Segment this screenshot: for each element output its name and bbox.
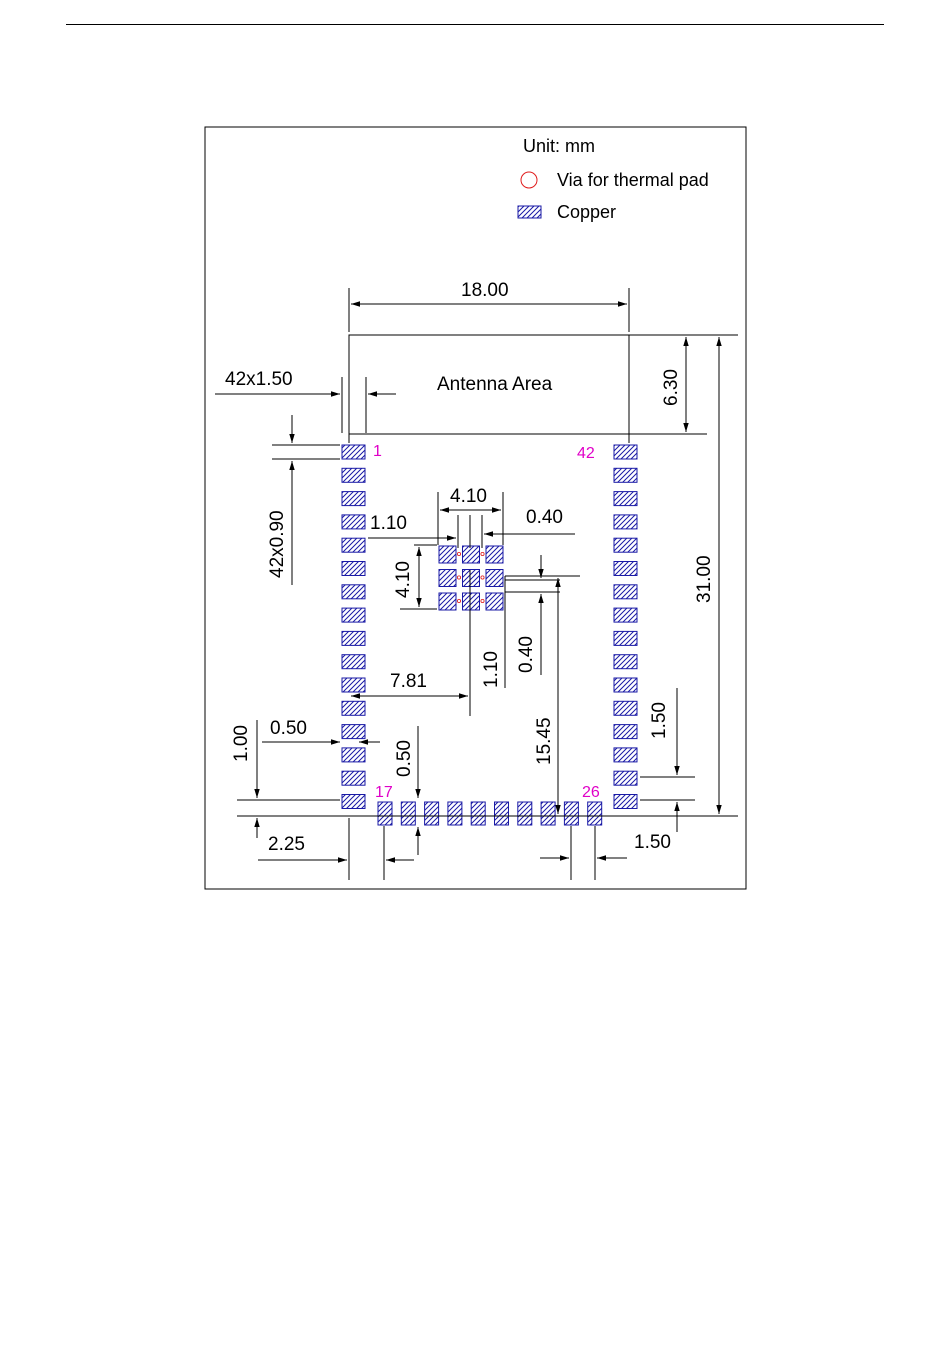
thermal-pad-cell: [486, 570, 503, 587]
bottom-pad: [541, 802, 555, 825]
bottom-pad: [588, 802, 602, 825]
thermal-via: [481, 599, 484, 602]
right-pad: [614, 655, 637, 669]
dim-thermal-width: 4.10: [450, 486, 487, 507]
bottom-pad: [518, 802, 532, 825]
dim-thermal-offset-y: 15.45: [534, 717, 555, 765]
dim-module-width: 18.00: [461, 280, 509, 301]
right-pad: [614, 748, 637, 762]
legend: Unit: mm Via for thermal pad Copper: [518, 136, 709, 222]
thermal-via: [457, 552, 460, 555]
dim-pad-inset-bottom: 0.50: [394, 740, 415, 777]
right-pad: [614, 608, 637, 622]
left-pad: [342, 748, 365, 762]
pin-label-26: 26: [582, 784, 600, 801]
pin-label-42: 42: [577, 445, 595, 462]
left-pad: [342, 678, 365, 692]
left-pad-row: [342, 445, 365, 809]
right-pad: [614, 468, 637, 482]
left-pad: [342, 515, 365, 529]
pin-label-17: 17: [375, 784, 393, 801]
bottom-pad: [401, 802, 415, 825]
thermal-via: [457, 576, 460, 579]
dim-thermal-height: 4.10: [393, 561, 414, 598]
dim-thermal-gap-v: 0.40: [516, 636, 537, 673]
thermal-pad-cell: [439, 546, 456, 563]
left-pad: [342, 631, 365, 645]
dim-pad-length: 42x1.50: [225, 369, 293, 390]
legend-unit: Unit: mm: [523, 136, 595, 156]
thermal-pad-cell: [463, 593, 480, 610]
thermal-pad-cell: [439, 593, 456, 610]
drawing-frame: [205, 127, 746, 889]
legend-via: Via for thermal pad: [557, 170, 709, 190]
dim-pad-inset-left: 0.50: [270, 718, 307, 739]
dim-corner-right: 1.50: [649, 702, 670, 739]
thermal-pad-cell: [486, 546, 503, 563]
pin-label-1: 1: [373, 443, 382, 460]
bottom-pad: [378, 802, 392, 825]
left-pad: [342, 562, 365, 576]
dim-bottom-end: 1.50: [634, 832, 671, 853]
bottom-pad: [448, 802, 462, 825]
thermal-pad-array: [439, 546, 503, 610]
left-pad: [342, 445, 365, 459]
dim-antenna-height: 6.30: [661, 369, 682, 406]
dim-bottom-start: 2.25: [268, 834, 305, 855]
thermal-pad-cell: [439, 570, 456, 587]
left-pad: [342, 468, 365, 482]
left-pad: [342, 492, 365, 506]
left-pad: [342, 538, 365, 552]
bottom-pad: [471, 802, 485, 825]
via-legend-icon: [521, 172, 537, 188]
thermal-via: [481, 552, 484, 555]
thermal-via: [457, 599, 460, 602]
dim-pad-width: 42x0.90: [267, 510, 288, 578]
thermal-pad-cell: [463, 570, 480, 587]
right-pad: [614, 678, 637, 692]
dim-pad-pitch: 1.00: [231, 725, 252, 762]
copper-legend-icon: [518, 206, 541, 218]
thermal-pad-cell: [463, 546, 480, 563]
right-pad: [614, 562, 637, 576]
bottom-pad-row: [378, 802, 602, 825]
right-pad: [614, 701, 637, 715]
dim-thermal-gap: 0.40: [526, 507, 563, 528]
left-pad: [342, 701, 365, 715]
dim-thermal-offset-x: 7.81: [390, 671, 427, 692]
right-pad: [614, 585, 637, 599]
right-pad: [614, 492, 637, 506]
dim-thermal-pitch-v: 1.10: [481, 651, 502, 688]
thermal-pad-cell: [486, 593, 503, 610]
left-pad: [342, 655, 365, 669]
right-pad: [614, 445, 637, 459]
left-pad: [342, 585, 365, 599]
thermal-via: [481, 576, 484, 579]
right-pad: [614, 725, 637, 739]
bottom-pad: [564, 802, 578, 825]
bottom-pad: [495, 802, 509, 825]
right-pad: [614, 631, 637, 645]
right-pad: [614, 515, 637, 529]
left-pad: [342, 608, 365, 622]
left-pad: [342, 795, 365, 809]
legend-copper: Copper: [557, 202, 616, 222]
left-pad: [342, 725, 365, 739]
right-pad: [614, 795, 637, 809]
dim-thermal-pitch: 1.10: [370, 513, 407, 534]
dim-module-length: 31.00: [694, 555, 715, 603]
left-pad: [342, 771, 365, 785]
dimension-labels: 18.00 6.30 31.00 42x1.50 42x0.90 4.10 1.…: [225, 280, 715, 855]
right-pad: [614, 538, 637, 552]
antenna-area-label: Antenna Area: [437, 374, 553, 395]
bottom-pad: [425, 802, 439, 825]
right-pad-row: [614, 445, 637, 809]
right-pad: [614, 771, 637, 785]
